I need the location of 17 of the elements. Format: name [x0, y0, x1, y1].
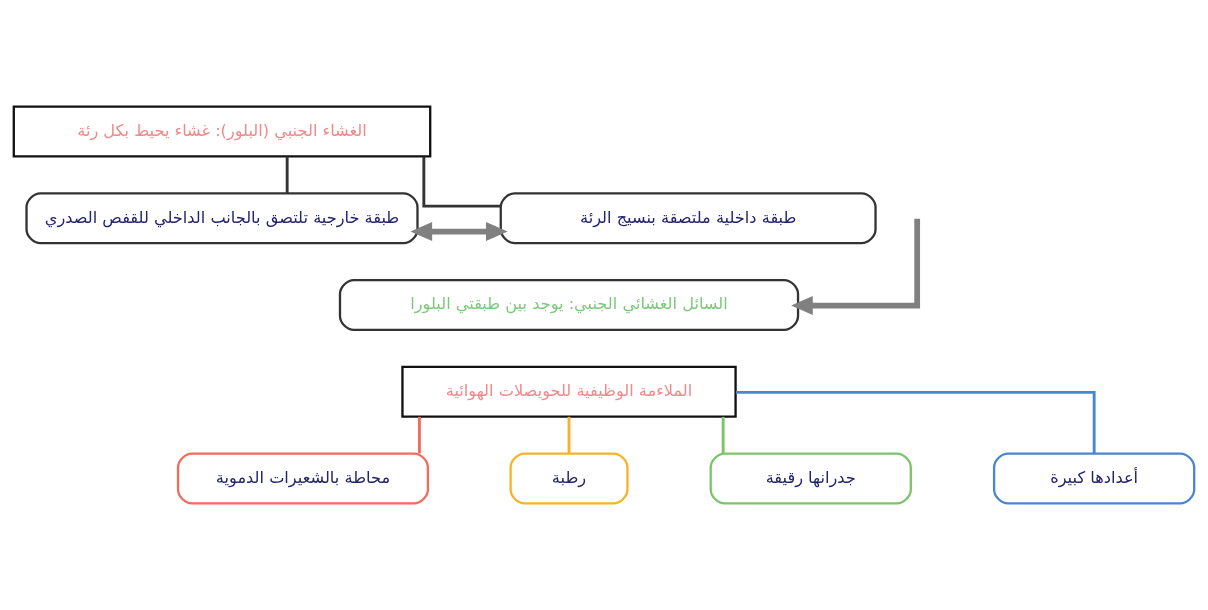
node-box: الملاءمة الوظيفية للحويصلات الهوائية: [401, 365, 737, 418]
connector: [721, 416, 725, 454]
node-box: أعدادها كبيرة: [992, 452, 1196, 505]
connector: [422, 156, 501, 208]
connector: [567, 416, 571, 454]
connector: [417, 416, 421, 454]
node-box: محاطة بالشعيرات الدموية: [176, 452, 430, 505]
node-box: الغشاء الجنبي (البلور): غشاء يحيط بكل رئة: [12, 105, 432, 158]
node-box: رطبة: [509, 452, 629, 505]
node-box: السائل الغشائي الجنبي: يوجد بين طبقتي البلورا: [338, 278, 800, 332]
node-box: طبقة خارجية تلتصق بالجانب الداخلي للقفص الصدري: [25, 192, 419, 245]
arrow: [791, 218, 921, 316]
connector: [285, 156, 289, 194]
arrow: [410, 222, 508, 241]
connector: [735, 390, 1096, 454]
node-box: طبقة داخلية ملتصقة بنسيج الرئة: [499, 192, 877, 245]
node-box: جدرانها رقيقة: [709, 452, 912, 505]
